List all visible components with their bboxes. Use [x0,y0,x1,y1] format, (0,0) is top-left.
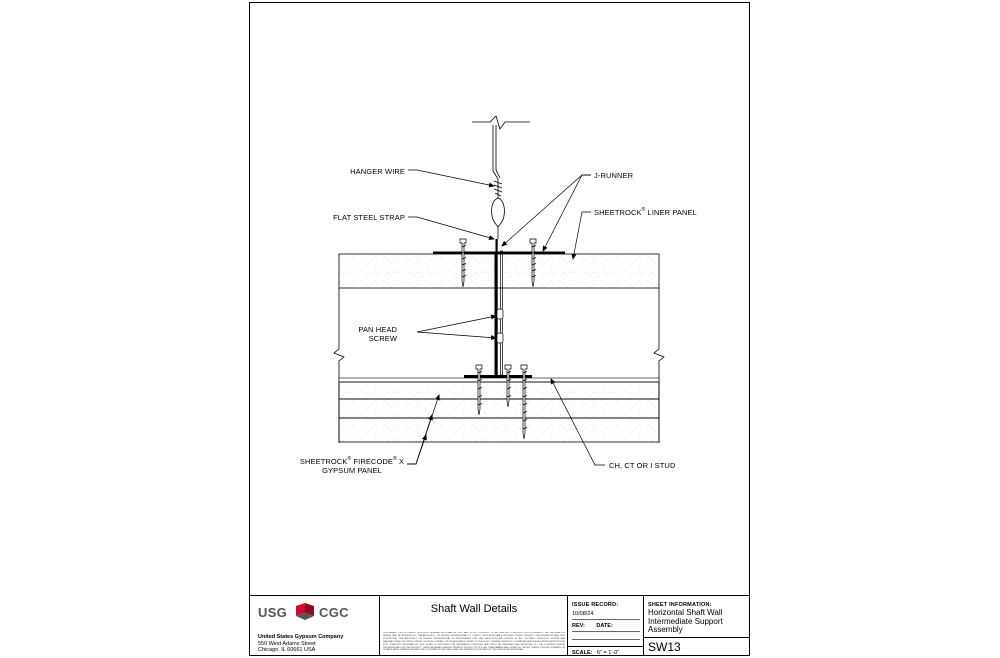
sheet-number: SW13 [648,640,681,654]
j-runner [433,251,565,375]
issue-date: 10/08/24 [572,611,594,617]
title-block: USG CGC United States Gypsum Company 550… [250,595,749,656]
date-label: DATE: [596,623,613,629]
address-line-2: Chicago, IL 60661 USA [258,647,316,653]
disclaimer-text: DISCLAIMER: THE DOCUMENT PROVIDES GENERA… [383,632,565,652]
scale-label: SCALE: [572,650,593,656]
label-flat-steel-strap: FLAT STEEL STRAP [333,213,405,222]
wall-break-marks [333,288,665,443]
label-stud: CH, CT OR I STUD [609,461,676,470]
liner-panel [338,253,660,289]
label-pan-head-line1: PAN HEAD [358,325,397,334]
upper-screws [459,238,537,288]
label-liner-panel: SHEETROCK® LINER PANEL [594,207,697,218]
sheet-number-divider [644,637,749,638]
label-j-runner: J-RUNNER [594,171,634,180]
issue-record-label: ISSUE RECORD: [572,602,619,608]
label-hanger-wire: HANGER WIRE [350,167,405,176]
issue-record-cell: ISSUE RECORD: 10/08/24 REV: DATE: SCALE:… [568,596,644,656]
rev-line-2 [572,639,640,640]
firecode-panels [338,377,660,443]
logo-usg-text: USG [258,605,288,620]
address-line-1: 550 West Adams Street [258,640,316,647]
logo-cell: USG CGC United States Gypsum Company 550… [250,596,380,656]
logo-cgc-text: CGC [319,605,349,620]
company-name: United States Gypsum Company [258,634,344,640]
sheet-title-line3: Assembly [648,625,683,635]
detail-drawing [333,115,665,466]
label-pan-head-screw: PAN HEAD SCREW [358,325,397,343]
rev-label: REV: [572,623,585,629]
stud-flange [464,375,532,378]
lower-screws [475,364,528,440]
company-address: United States Gypsum Company 550 West Ad… [258,634,343,654]
sheet-title-line2: Intermediate Support [648,616,723,626]
title-cell: Shaft Wall Details DISCLAIMER: THE DOCUM… [380,596,568,656]
label-firecode-line2: GYPSUM PANEL [322,466,382,475]
sheet-title: Horizontal Shaft Wall Intermediate Suppo… [648,608,748,635]
scale-value: 6" = 1'-0" [597,650,620,656]
ceiling-break-line [472,115,530,130]
label-firecode-line1: SHEETROCK® FIRECODE® X [299,456,405,467]
sheet-info-label: SHEET INFORMATION: [648,602,712,608]
hanger-wire [491,125,505,239]
issue-divider [572,619,640,620]
label-firecode-panel: SHEETROCK® FIRECODE® X GYPSUM PANEL [290,456,414,476]
drawing-title: Shaft Wall Details [430,603,518,615]
rev-line-1 [572,631,640,632]
sheet-info-cell: SHEET INFORMATION: Horizontal Shaft Wall… [644,596,749,656]
logo-cube-icon [296,603,314,620]
drawing-sheet: HANGER WIRE FLAT STEEL STRAP J-RUNNER SH… [249,2,750,656]
usg-cgc-logo: USG CGC [258,602,378,622]
label-pan-head-line2: SCREW [368,334,397,343]
pan-head-screws [496,308,504,344]
scale-row: SCALE: 6" = 1'-0" [572,650,619,656]
scale-divider [568,646,644,647]
leader-lines [407,169,605,466]
rev-date-row: REV: DATE: [572,623,623,629]
sheet-title-line1: Horizontal Shaft Wall [648,608,723,617]
